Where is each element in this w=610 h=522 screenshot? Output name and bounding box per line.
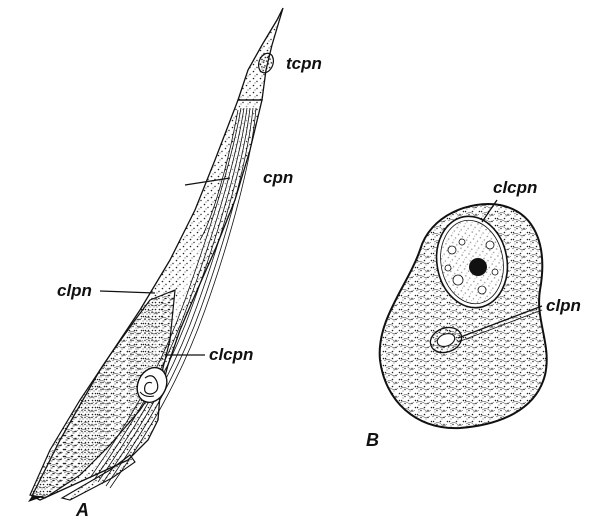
label-clpn-b: clpn (546, 296, 581, 315)
tcpn-cell (238, 8, 283, 100)
clpn-leader (100, 291, 155, 293)
figure-b (380, 200, 547, 428)
label-clcpn-b: clcpn (493, 178, 537, 197)
panel-letter-b: B (366, 430, 379, 450)
panel-letter-a: A (75, 500, 89, 520)
label-cpn: cpn (263, 168, 293, 187)
b-nucleolus (469, 258, 487, 276)
label-tcpn: tcpn (286, 54, 322, 73)
figure-a (28, 8, 283, 502)
label-clpn-a: clpn (57, 281, 92, 300)
label-clcpn-a: clcpn (209, 345, 253, 364)
